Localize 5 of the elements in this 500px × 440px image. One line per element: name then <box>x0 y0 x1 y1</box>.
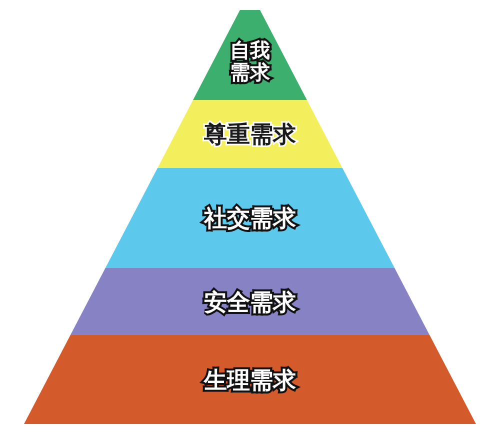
level-label: 生理需求 <box>204 366 296 392</box>
level-label: 社交需求 <box>204 205 296 231</box>
level-label: 尊重需求 <box>204 121 296 147</box>
level-label: 自我需求 <box>228 40 271 84</box>
level-label: 安全需求 <box>204 288 296 314</box>
